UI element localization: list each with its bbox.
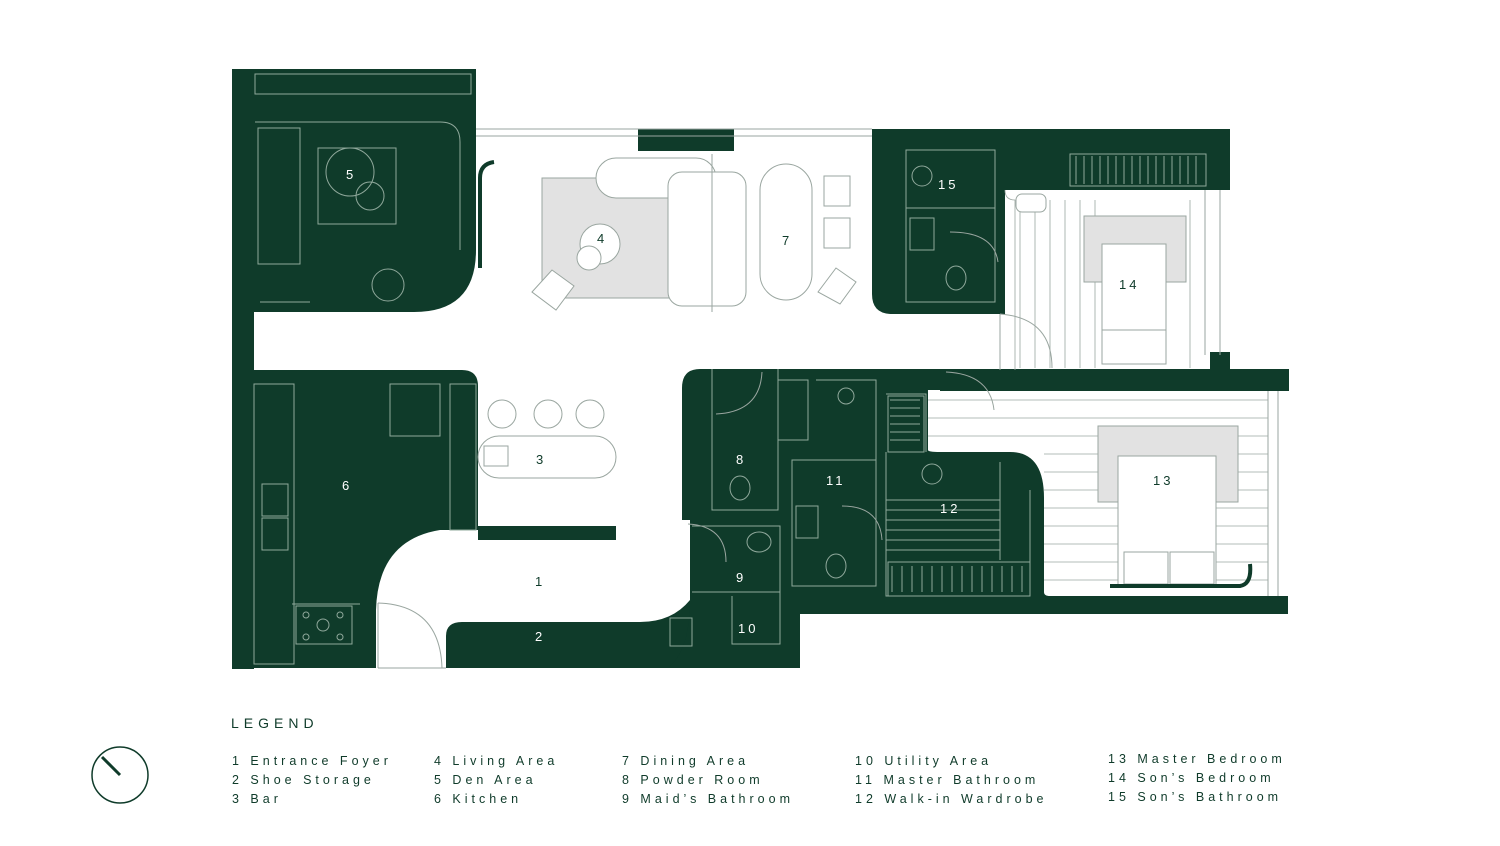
north-arrow-icon [91,746,149,804]
legend-column-2: 4 Living Area 5 Den Area 6 Kitchen [434,752,558,809]
room-label-5: 5 [346,167,357,182]
legend-item: 5 Den Area [434,773,537,787]
legend-column-3: 7 Dining Area 8 Powder Room 9 Maid’s Bat… [622,752,794,809]
room-label-9: 9 [736,570,747,585]
legend-item: 7 Dining Area [622,754,750,768]
room-label-12: 12 [940,501,961,516]
room-label-6: 6 [342,478,353,493]
west-wall [232,69,254,669]
legend-item: 14 Son’s Bedroom [1108,771,1275,785]
room-label-8: 8 [736,452,747,467]
room-label-2: 2 [535,629,546,644]
legend-item: 6 Kitchen [434,792,523,806]
legend-item: 1 Entrance Foyer [232,754,392,768]
room-label-4: 4 [597,231,608,246]
room-label-13: 13 [1153,473,1174,488]
sons-bedroom-wardrobe-block [1005,129,1230,190]
bar-wall-strip [478,526,616,540]
room-label-3: 3 [536,452,547,467]
legend-item: 15 Son’s Bathroom [1108,790,1283,804]
den-area-block [250,69,476,312]
legend-item: 11 Master Bathroom [855,773,1040,787]
floor-plan [232,69,1289,669]
legend-item: 9 Maid’s Bathroom [622,792,794,806]
legend-column-5: 13 Master Bedroom 14 Son’s Bedroom 15 So… [1108,750,1286,807]
sons-bathroom-block [872,129,1005,314]
room-label-11: 11 [826,473,846,488]
room-label-7: 7 [782,233,793,248]
legend-item: 10 Utility Area [855,754,993,768]
shoe-storage-block [446,600,690,668]
legend-item: 12 Walk-in Wardrobe [855,792,1048,806]
room-label-15: 15 [938,177,959,192]
room-label-1: 1 [535,574,546,589]
legend-column-1: 1 Entrance Foyer 2 Shoe Storage 3 Bar [232,752,392,809]
master-bedroom-north-wall [940,369,1289,391]
legend-title: LEGEND [231,715,319,731]
service-core-block [668,369,1288,668]
room-label-10: 10 [738,621,759,636]
legend-item: 13 Master Bedroom [1108,752,1286,766]
legend-item: 3 Bar [232,792,282,806]
kitchen-block [250,370,478,668]
legend-item: 4 Living Area [434,754,559,768]
legend-item: 8 Powder Room [622,773,764,787]
legend-item: 2 Shoe Storage [232,773,375,787]
room-label-14: 14 [1119,277,1140,292]
legend-column-4: 10 Utility Area 11 Master Bathroom 12 Wa… [855,752,1047,809]
